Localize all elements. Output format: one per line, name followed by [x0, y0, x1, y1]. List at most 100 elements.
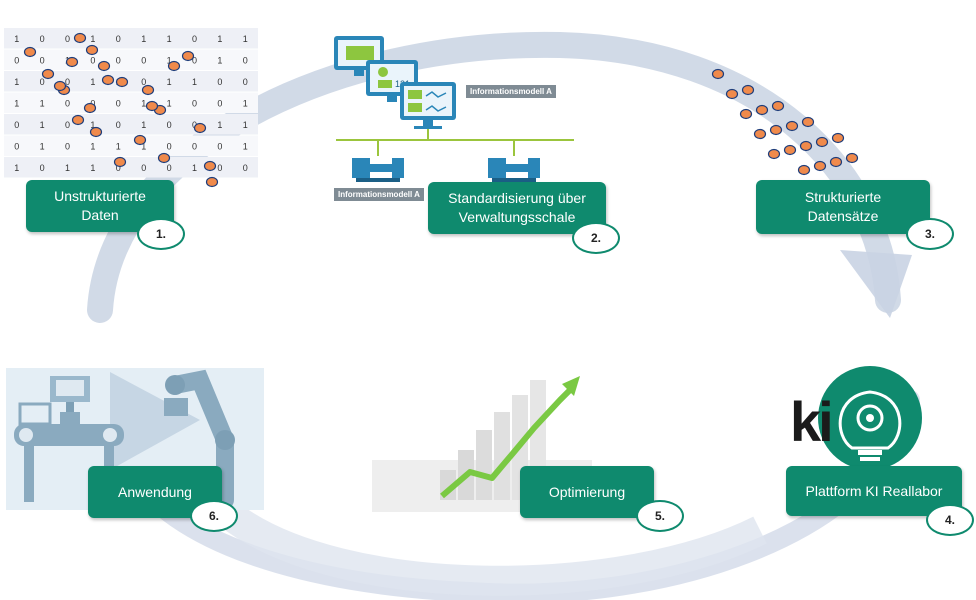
structured-dot — [801, 116, 815, 128]
data-dot — [41, 68, 55, 80]
matrix-cell: 0 — [40, 56, 45, 66]
structured-dot — [797, 164, 811, 176]
data-dot — [97, 60, 111, 72]
matrix-cell: 0 — [116, 34, 121, 44]
step-4-label: Plattform KI Reallabor — [805, 482, 943, 499]
matrix-cell: 0 — [141, 163, 146, 173]
matrix-cell: 0 — [192, 142, 197, 152]
structured-dot — [753, 128, 767, 140]
ki-logo-text: ki — [790, 390, 834, 453]
data-dot — [23, 46, 37, 58]
step-1-number: 1. — [137, 218, 185, 250]
matrix-cell: 1 — [243, 34, 248, 44]
data-dot — [71, 114, 85, 126]
matrix-cell: 1 — [40, 120, 45, 130]
matrix-cell: 0 — [217, 77, 222, 87]
step-2-label: Standardisierung über Verwaltungsschale — [448, 190, 586, 225]
machine-icon — [352, 158, 404, 182]
matrix-cell: 0 — [40, 163, 45, 173]
matrix-row-bg — [4, 28, 258, 49]
step-3-number: 3. — [906, 218, 954, 250]
matrix-cell: 1 — [14, 99, 19, 109]
step-5-box: Optimierung — [520, 466, 654, 518]
data-dot — [181, 50, 195, 62]
matrix-cell: 1 — [192, 77, 197, 87]
data-dot — [115, 76, 129, 88]
matrix-cell: 1 — [40, 142, 45, 152]
data-dot — [65, 56, 79, 68]
matrix-row-bg — [4, 135, 258, 156]
matrix-cell: 1 — [167, 34, 172, 44]
step-6-label: Anwendung — [118, 483, 192, 500]
structured-dot — [831, 132, 845, 144]
matrix-cell: 0 — [65, 34, 70, 44]
scattered-data-dots — [23, 32, 219, 188]
structured-dot — [725, 88, 739, 100]
matrix-cell: 0 — [65, 99, 70, 109]
matrix-cell: 1 — [90, 120, 95, 130]
matrix-cell: 0 — [192, 34, 197, 44]
structured-dot — [783, 144, 797, 156]
data-dot — [89, 126, 103, 138]
matrix-cell: 0 — [116, 163, 121, 173]
matrix-row-bg — [4, 92, 258, 113]
structured-dot — [771, 100, 785, 112]
structured-dot — [813, 160, 827, 172]
matrix-cell: 1 — [243, 120, 248, 130]
ki-lightbulb-logo — [818, 366, 922, 470]
structured-dot — [755, 104, 769, 116]
data-dot — [193, 122, 207, 134]
matrix-cell: 1 — [217, 56, 222, 66]
matrix-cell: 0 — [116, 120, 121, 130]
matrix-cell: 0 — [116, 56, 121, 66]
step-3-label: Strukturierte Datensätze — [804, 189, 882, 224]
step-2-box: Standardisierung über Verwaltungsschale — [428, 182, 606, 234]
matrix-cell: 0 — [141, 77, 146, 87]
matrix-cell: 1 — [217, 120, 222, 130]
matrix-cell: 0 — [217, 99, 222, 109]
matrix-cell: 1 — [167, 56, 172, 66]
matrix-cell: 0 — [141, 56, 146, 66]
structured-dot — [815, 136, 829, 148]
structured-dot — [829, 156, 843, 168]
structured-dot — [741, 84, 755, 96]
matrix-cell: 0 — [217, 163, 222, 173]
matrix-cell: 0 — [217, 142, 222, 152]
matrix-cell: 0 — [192, 56, 197, 66]
data-dot — [205, 176, 219, 188]
matrix-cell: 1 — [243, 99, 248, 109]
structured-data-dots — [711, 68, 859, 176]
matrix-cell: 0 — [40, 77, 45, 87]
matrix-cell: 0 — [14, 142, 19, 152]
matrix-cell: 1 — [167, 77, 172, 87]
data-dot — [85, 44, 99, 56]
machine-icon — [488, 158, 540, 182]
matrix-cell: 0 — [65, 142, 70, 152]
matrix-cell: 1 — [141, 120, 146, 130]
structured-dot — [711, 68, 725, 80]
matrix-cell: 1 — [116, 142, 121, 152]
data-dot — [157, 152, 171, 164]
structured-dot — [739, 108, 753, 120]
matrix-cell: 1 — [141, 34, 146, 44]
data-dot — [113, 156, 127, 168]
structured-dot — [845, 152, 859, 164]
data-dot — [167, 60, 181, 72]
structured-dot — [769, 124, 783, 136]
matrix-cell: 1 — [40, 99, 45, 109]
matrix-cell: 1 — [167, 99, 172, 109]
matrix-cell: 0 — [243, 56, 248, 66]
data-dot — [203, 160, 217, 172]
matrix-cell: 1 — [90, 34, 95, 44]
matrix-cell: 1 — [65, 163, 70, 173]
step-6-number: 6. — [190, 500, 238, 532]
monitor-icon — [400, 82, 456, 129]
matrix-cell: 0 — [14, 56, 19, 66]
matrix-cell: 0 — [14, 120, 19, 130]
matrix-cell: 1 — [217, 34, 222, 44]
data-dot — [53, 80, 67, 92]
matrix-cell: 0 — [90, 56, 95, 66]
asset-administration-shell-network: 131 — [334, 36, 574, 182]
matrix-cell: 1 — [141, 142, 146, 152]
step-5-label: Optimierung — [548, 483, 626, 500]
